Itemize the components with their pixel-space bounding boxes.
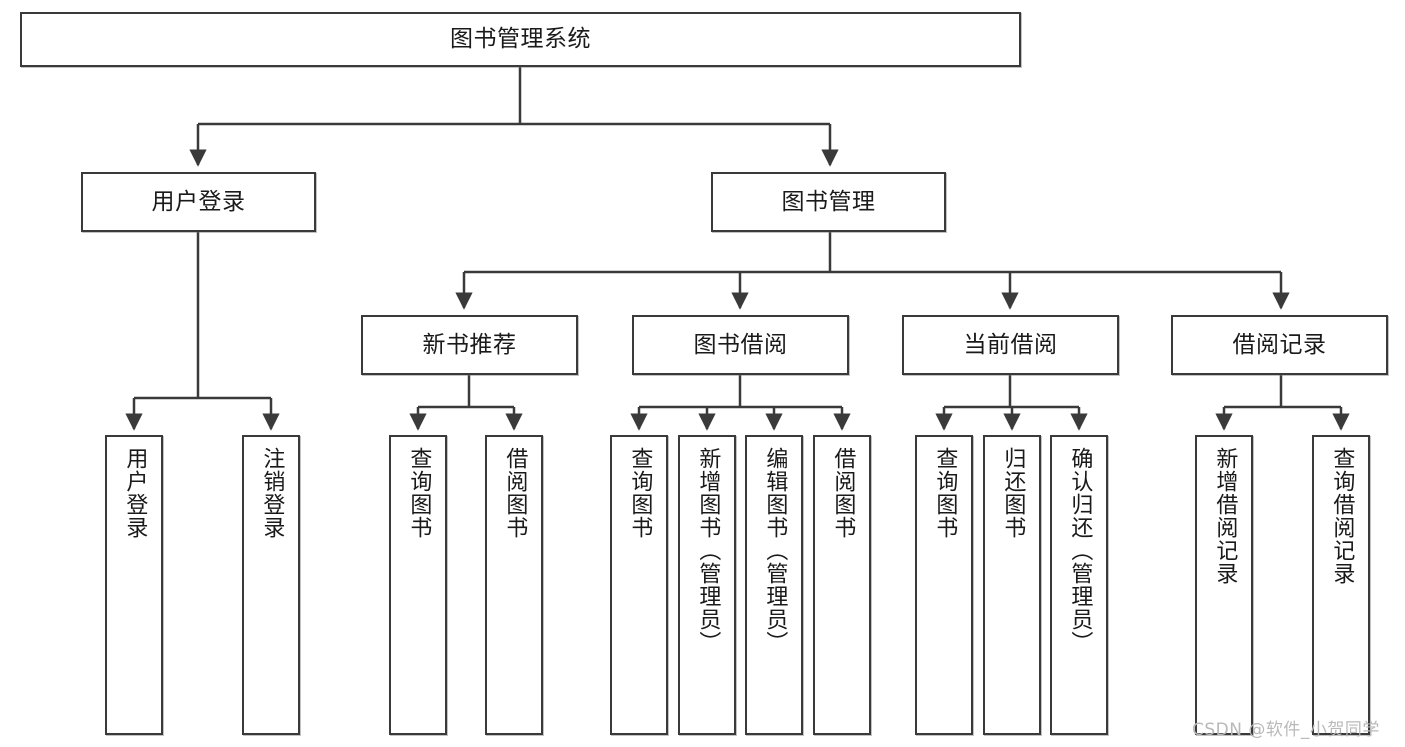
node-label: 查询图书	[406, 447, 432, 539]
node-label: 查询图书	[627, 447, 653, 539]
node-new-book-recommend[interactable]: 新书推荐	[361, 315, 578, 375]
node-label: 新书推荐	[422, 331, 517, 358]
node-book-borrow[interactable]: 图书借阅	[632, 315, 849, 375]
node-label: 借阅图书	[830, 447, 856, 539]
node-label: 当前借阅	[963, 331, 1058, 358]
node-label: 用户登录	[122, 447, 148, 539]
node-label: 图书管理	[781, 188, 876, 215]
node-label: 查询借阅记录	[1329, 447, 1355, 585]
leaf-recommend-query-book[interactable]: 查询图书	[389, 435, 447, 735]
node-label: 归还图书	[1000, 447, 1026, 539]
leaf-current-confirm-return-admin[interactable]: 确认归还（管理员）	[1050, 435, 1108, 735]
leaf-user-login-signin[interactable]: 用户登录	[105, 435, 163, 735]
node-label: 借阅图书	[502, 447, 528, 539]
leaf-borrow-add-book-admin[interactable]: 新增图书（管理员）	[678, 435, 736, 735]
node-label: 借阅记录	[1232, 331, 1327, 358]
node-label: 用户登录	[151, 188, 246, 215]
watermark-text: CSDN @软件_小贺同学	[1192, 720, 1380, 740]
node-label: 注销登录	[259, 447, 285, 539]
leaf-current-query-book[interactable]: 查询图书	[915, 435, 973, 735]
node-label: 图书借阅	[693, 331, 788, 358]
leaf-record-query-record[interactable]: 查询借阅记录	[1312, 435, 1370, 735]
leaf-user-login-signout[interactable]: 注销登录	[242, 435, 300, 735]
node-label: 图书管理系统	[450, 26, 591, 53]
leaf-current-return-book[interactable]: 归还图书	[983, 435, 1041, 735]
node-label: 编辑图书（管理员）	[762, 447, 788, 654]
leaf-record-add-record[interactable]: 新增借阅记录	[1195, 435, 1253, 735]
node-user-login[interactable]: 用户登录	[81, 172, 316, 232]
leaf-borrow-query-book[interactable]: 查询图书	[610, 435, 668, 735]
node-book-management[interactable]: 图书管理	[711, 172, 946, 232]
node-label: 确认归还（管理员）	[1067, 447, 1093, 654]
node-borrow-record[interactable]: 借阅记录	[1171, 315, 1388, 375]
node-label: 查询图书	[932, 447, 958, 539]
leaf-borrow-borrow-book[interactable]: 借阅图书	[813, 435, 871, 735]
leaf-recommend-borrow-book[interactable]: 借阅图书	[485, 435, 543, 735]
leaf-borrow-edit-book-admin[interactable]: 编辑图书（管理员）	[745, 435, 803, 735]
node-root-system[interactable]: 图书管理系统	[20, 12, 1021, 67]
node-label: 新增图书（管理员）	[695, 447, 721, 654]
node-current-borrow[interactable]: 当前借阅	[902, 315, 1119, 375]
node-label: 新增借阅记录	[1212, 447, 1238, 585]
